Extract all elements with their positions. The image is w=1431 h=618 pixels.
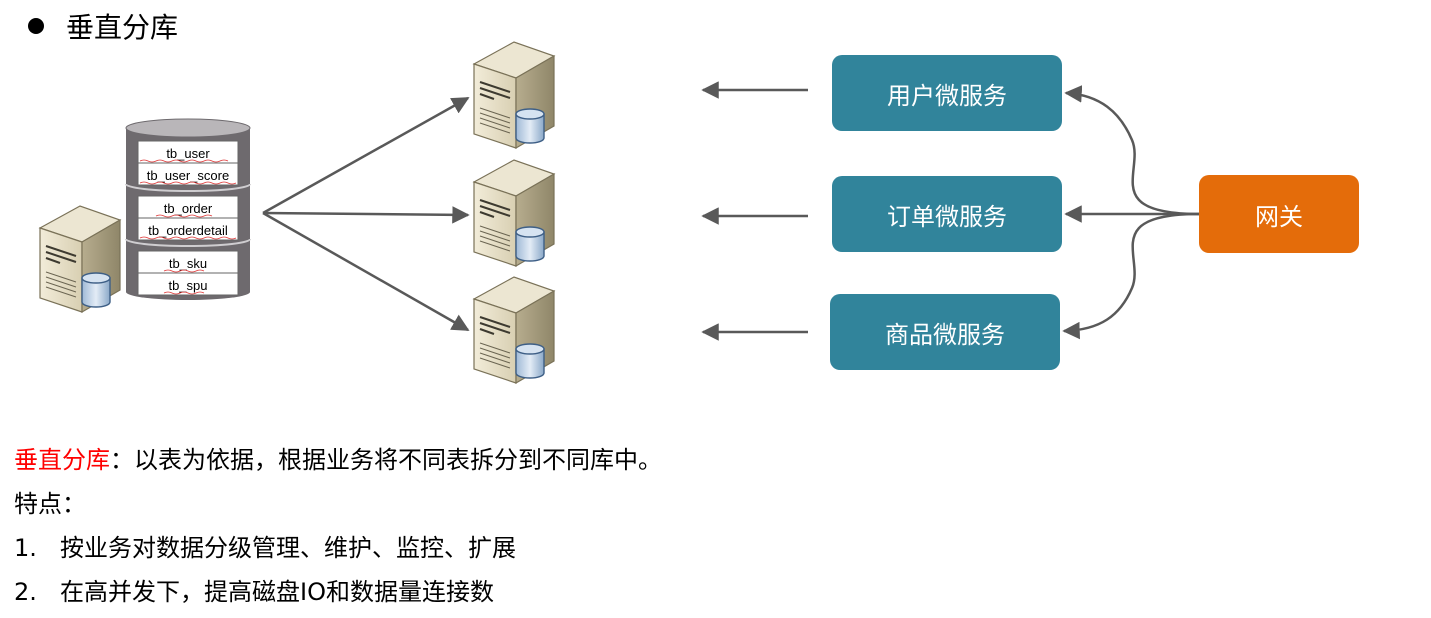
server-icon bbox=[473, 276, 555, 384]
feature-text: 在高并发下，提高磁盘IO和数据量连接数 bbox=[60, 578, 494, 606]
highlight-term: 垂直分库 bbox=[14, 446, 110, 474]
definition-line: 垂直分库：以表为依据，根据业务将不同表拆分到不同库中。 bbox=[14, 438, 662, 482]
description-block: 垂直分库：以表为依据，根据业务将不同表拆分到不同库中。 特点： 1. 按业务对数据… bbox=[14, 438, 662, 614]
table-name: tb_spu bbox=[168, 278, 207, 293]
table-name: tb_sku bbox=[169, 256, 207, 271]
table-name: tb_orderdetail bbox=[148, 223, 228, 238]
server-icon bbox=[473, 159, 555, 267]
title-row: 垂直分库 bbox=[28, 6, 178, 46]
definition-text: ：以表为依据，根据业务将不同表拆分到不同库中。 bbox=[110, 446, 662, 474]
source-server-icon bbox=[39, 205, 121, 313]
user-service-box[interactable]: 用户微服务 bbox=[832, 55, 1062, 131]
features-label: 特点： bbox=[14, 490, 86, 518]
feature-number: 2. bbox=[14, 578, 37, 606]
service-label: 商品微服务 bbox=[885, 320, 1005, 349]
gateway-arrows bbox=[1062, 85, 1200, 340]
feature-item: 1. 按业务对数据分级管理、维护、监控、扩展 bbox=[14, 526, 662, 570]
server-icon bbox=[473, 41, 555, 149]
gateway-box[interactable]: 网关 bbox=[1199, 175, 1359, 253]
table-name: tb_order bbox=[164, 201, 213, 216]
gateway-label: 网关 bbox=[1255, 202, 1303, 231]
service-arrows bbox=[701, 81, 808, 341]
product-service-box[interactable]: 商品微服务 bbox=[830, 294, 1060, 370]
table-name: tb_user bbox=[166, 146, 210, 161]
page-title: 垂直分库 bbox=[66, 11, 179, 44]
db-table-labels: tb_user tb_user_score tb_order tb_orderd… bbox=[137, 140, 239, 296]
service-label: 订单微服务 bbox=[887, 202, 1007, 231]
split-arrows bbox=[262, 96, 470, 332]
feature-text: 按业务对数据分级管理、维护、监控、扩展 bbox=[60, 534, 516, 562]
table-name: tb_user_score bbox=[147, 168, 229, 183]
order-service-box[interactable]: 订单微服务 bbox=[832, 176, 1062, 252]
service-label: 用户微服务 bbox=[887, 81, 1007, 110]
bullet-icon bbox=[28, 18, 44, 34]
feature-number: 1. bbox=[14, 534, 37, 562]
feature-item: 2. 在高并发下，提高磁盘IO和数据量连接数 bbox=[14, 570, 662, 614]
